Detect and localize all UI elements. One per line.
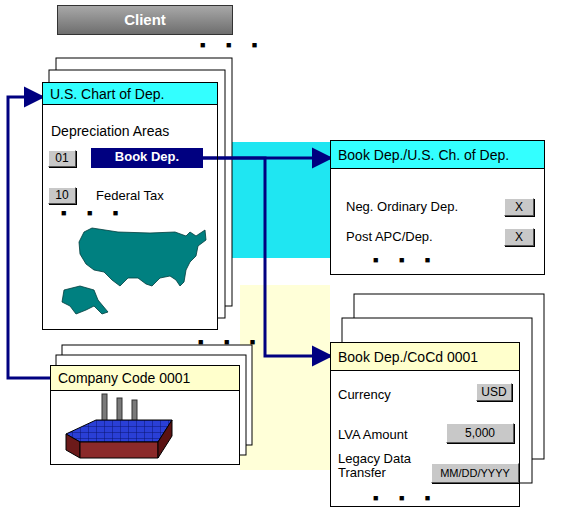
value-field: 5,000 <box>446 423 514 443</box>
ellipsis: ■ ■ ■ <box>373 255 439 265</box>
card-heading: Company Code 0001 <box>51 366 239 391</box>
field-label: Neg. Ordinary Dep. <box>346 199 458 214</box>
box-text: Book Dep. <box>91 148 203 166</box>
box-text: 5,000 <box>447 424 513 442</box>
card-heading: Book Dep./U.S. Ch. of Dep. <box>331 141 544 169</box>
ellipsis: ■ ■ ■ <box>198 337 264 347</box>
card-fill <box>330 140 545 275</box>
box-text: X <box>505 229 533 245</box>
card-heading: Book Dep./CoCd 0001 <box>331 343 519 371</box>
box-text: USD <box>477 384 511 400</box>
factory-illustration <box>66 394 172 458</box>
checkbox-field: X <box>504 228 534 246</box>
flow-arrow <box>203 158 330 356</box>
value-field: USD <box>476 383 512 401</box>
us-map <box>62 228 206 314</box>
card-fill <box>50 365 240 465</box>
field-label: LVA Amount <box>338 427 408 442</box>
flow-arrow <box>8 97 50 378</box>
chart-settings-card: Book Dep./U.S. Ch. of Dep. XX Neg. Ordinar… <box>330 140 545 275</box>
field-label: Currency <box>338 387 391 402</box>
box-text: 10 <box>49 188 75 203</box>
yellow-band <box>240 285 330 470</box>
box-text: 01 <box>49 151 75 166</box>
card-heading: U.S. Chart of Dep. <box>43 83 217 105</box>
ellipsis: ■ ■ ■ <box>373 493 439 503</box>
card-fill <box>42 82 218 330</box>
area-number: 10 <box>48 187 76 204</box>
company-code-card: Company Code 0001 <box>50 365 240 465</box>
card-fill <box>330 342 520 507</box>
field-label: Post APC/Dep. <box>346 229 433 244</box>
box-text: Client <box>58 6 232 34</box>
field-label: Legacy Data Transfer <box>338 452 430 480</box>
ellipsis: ■ ■ ■ <box>200 40 266 50</box>
area-number: 01 <box>48 150 76 167</box>
selected-area: Book Dep. <box>91 148 203 168</box>
client-box: Client <box>57 5 233 35</box>
box-text: X <box>505 199 533 215</box>
value-field: MM/DD/YYYY <box>431 463 519 483</box>
ellipsis: ■ ■ ■ <box>61 208 127 218</box>
company-settings-card: Book Dep./CoCd 0001USD 5,000MM/DD/YYYY Cur… <box>330 342 520 507</box>
section-heading: Depreciation Areas <box>51 123 169 139</box>
box-text: MM/DD/YYYY <box>432 464 518 482</box>
area-name: Federal Tax <box>96 188 164 203</box>
checkbox-field: X <box>504 198 534 216</box>
chart-card: U.S. Chart of Dep. Depreciation Areas 01 Bo… <box>42 82 218 330</box>
